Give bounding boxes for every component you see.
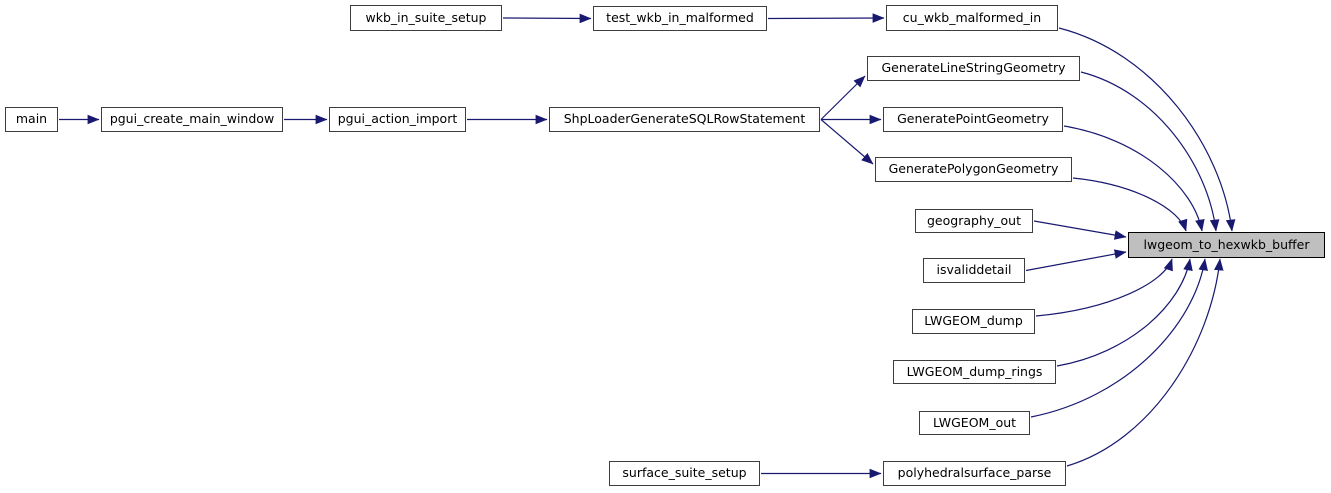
node-test-wkb-in-malformed[interactable]: test_wkb_in_malformed — [593, 6, 767, 31]
node-lwgeom-out[interactable]: LWGEOM_out — [919, 411, 1030, 435]
node-label: GeneratePointGeometry — [897, 111, 1049, 127]
node-label: isvaliddetail — [936, 262, 1012, 278]
edge-generatepointgeometry-to-lwgeom-to-hexwkb-buffer — [1063, 125, 1205, 232]
edge-polyhedralsurface-parse-to-lwgeom-to-hexwkb-buffer — [1066, 258, 1224, 467]
node-label: geography_out — [927, 212, 1021, 228]
node-label: GenerateLineStringGeometry — [881, 60, 1066, 76]
edge-generatelinestringgeometry-to-lwgeom-to-hexwkb-buffer — [1080, 71, 1220, 232]
edge-geography-out-to-lwgeom-to-hexwkb-buffer — [1033, 220, 1127, 240]
node-shploadergeneratesqlrowstatement[interactable]: ShpLoaderGenerateSQLRowStatement — [549, 107, 820, 132]
node-generatepointgeometry[interactable]: GeneratePointGeometry — [883, 107, 1063, 132]
edge-isvaliddetail-to-lwgeom-to-hexwkb-buffer — [1025, 249, 1127, 272]
node-label: pgui_create_main_window — [109, 111, 275, 127]
node-geography-out[interactable]: geography_out — [915, 209, 1033, 233]
node-pgui-create-main-window[interactable]: pgui_create_main_window — [101, 107, 283, 132]
edge-generatepolygongeometry-to-lwgeom-to-hexwkb-buffer — [1072, 177, 1188, 232]
node-label: wkb_in_suite_setup — [365, 9, 487, 25]
node-label: main — [15, 111, 48, 127]
node-label: test_wkb_in_malformed — [606, 10, 754, 26]
node-label: surface_suite_setup — [622, 465, 747, 481]
edge-cu-wkb-malformed-in-to-lwgeom-to-hexwkb-buffer — [1058, 27, 1236, 232]
edge-lwgeom-dump-rings-to-lwgeom-to-hexwkb-buffer — [1056, 258, 1193, 367]
node-label: LWGEOM_out — [932, 414, 1017, 430]
edge-shploadergeneratesqlrowstatement-to-generatelinestringgeometry — [820, 75, 866, 120]
node-generatelinestringgeometry[interactable]: GenerateLineStringGeometry — [867, 56, 1080, 81]
node-label: LWGEOM_dump_rings — [906, 363, 1043, 379]
node-label: lwgeom_to_hexwkb_buffer — [1143, 236, 1310, 252]
node-surface-suite-setup[interactable]: surface_suite_setup — [609, 461, 760, 486]
node-label: polyhedralsurface_parse — [897, 465, 1052, 481]
edge-wkb-in-suite-setup-to-test-wkb-in-malformed — [502, 13, 592, 24]
node-label: pgui_action_import — [337, 111, 458, 127]
node-wkb-in-suite-setup[interactable]: wkb_in_suite_setup — [350, 5, 502, 31]
node-label: ShpLoaderGenerateSQLRowStatement — [563, 111, 806, 127]
node-label: LWGEOM_dump — [924, 313, 1023, 329]
node-polyhedralsurface-parse[interactable]: polyhedralsurface_parse — [883, 461, 1066, 486]
node-main[interactable]: main — [5, 107, 58, 132]
node-lwgeom-to-hexwkb-buffer: lwgeom_to_hexwkb_buffer — [1128, 232, 1325, 258]
node-pgui-action-import[interactable]: pgui_action_import — [329, 107, 466, 132]
edge-lwgeom-out-to-lwgeom-to-hexwkb-buffer — [1030, 258, 1208, 418]
node-lwgeom-dump[interactable]: LWGEOM_dump — [912, 309, 1035, 334]
edge-test-wkb-in-malformed-to-cu-wkb-malformed-in — [767, 13, 885, 23]
node-label: cu_wkb_malformed_in — [902, 9, 1042, 25]
node-cu-wkb-malformed-in[interactable]: cu_wkb_malformed_in — [886, 5, 1058, 31]
edge-lwgeom-dump-to-lwgeom-to-hexwkb-buffer — [1035, 258, 1173, 317]
node-label: GeneratePolygonGeometry — [888, 161, 1059, 177]
node-generatepolygongeometry[interactable]: GeneratePolygonGeometry — [875, 157, 1072, 182]
edge-shploadergeneratesqlrowstatement-to-generatepolygongeometry — [820, 119, 874, 165]
node-isvaliddetail[interactable]: isvaliddetail — [923, 258, 1025, 283]
node-lwgeom-dump-rings[interactable]: LWGEOM_dump_rings — [893, 360, 1056, 384]
